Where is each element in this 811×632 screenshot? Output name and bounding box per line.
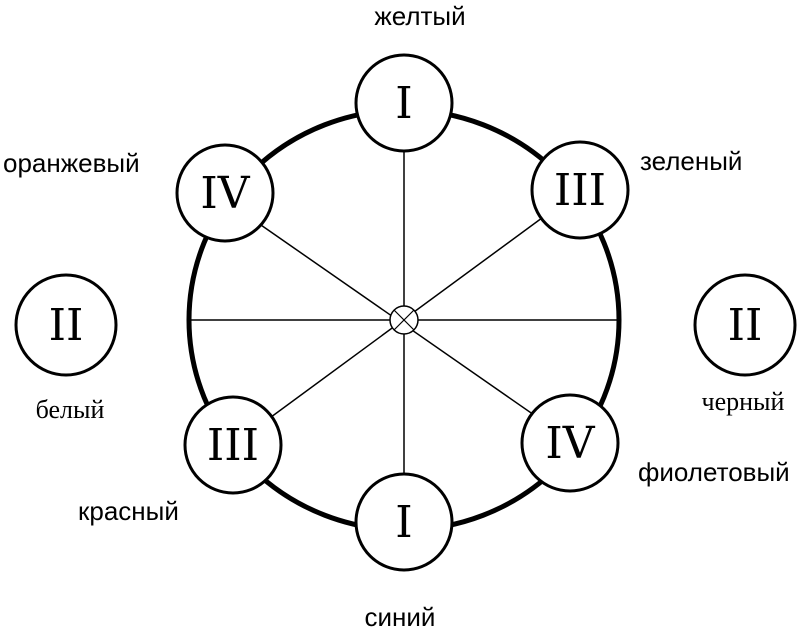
node-side-right-numeral: II — [728, 300, 763, 351]
node-upper-left: IV — [175, 143, 275, 243]
node-bottom: I — [354, 472, 454, 572]
label-blue: синий — [365, 602, 436, 632]
node-upper-right-numeral: III — [554, 165, 606, 216]
label-red: красный — [78, 496, 179, 526]
label-yellow: желтый — [374, 1, 465, 31]
label-violet: фиолетовый — [638, 457, 790, 487]
node-top-numeral: I — [395, 78, 412, 129]
node-bottom-numeral: I — [395, 497, 412, 548]
node-upper-right: III — [530, 140, 630, 240]
node-lower-right-numeral: IV — [545, 418, 595, 469]
node-top: I — [354, 53, 454, 153]
node-side-right: II — [693, 273, 797, 377]
node-upper-left-numeral: IV — [200, 168, 250, 219]
label-black: черный — [702, 387, 785, 416]
node-lower-left-numeral: III — [207, 420, 259, 471]
node-lower-left: III — [183, 395, 283, 495]
node-side-left-numeral: II — [49, 300, 84, 351]
label-orange: оранжевый — [3, 148, 140, 178]
node-side-left: II — [14, 273, 118, 377]
node-lower-right: IV — [520, 393, 620, 493]
label-green: зеленый — [640, 146, 742, 176]
label-white: белый — [36, 395, 105, 424]
center-cross-b — [393, 309, 415, 331]
